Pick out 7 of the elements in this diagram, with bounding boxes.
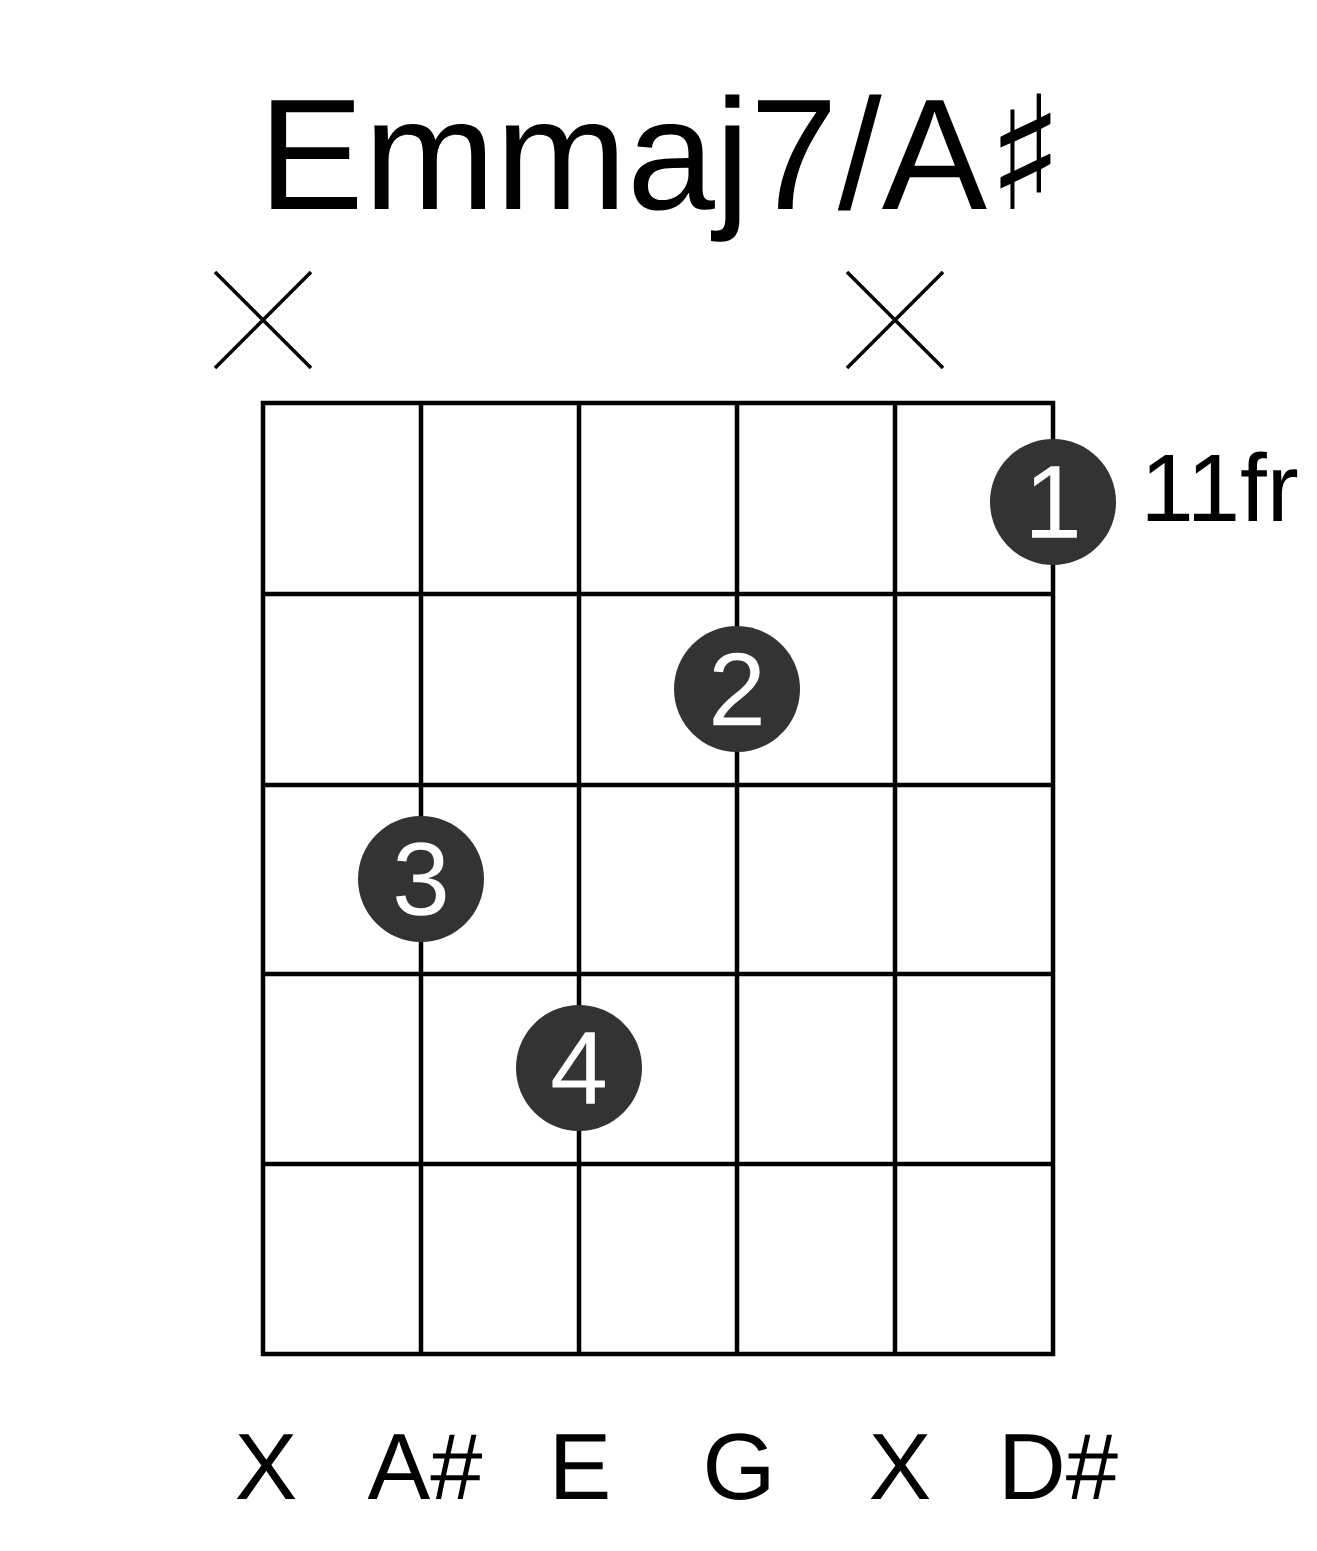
- string-note: D#: [1005, 1434, 1118, 1499]
- string-note: X: [236, 1434, 296, 1499]
- string-note: G: [707, 1433, 769, 1500]
- string-note: X: [870, 1434, 930, 1499]
- string-note: A#: [367, 1434, 483, 1499]
- string-note: E: [556, 1434, 608, 1499]
- chord-title: Emmaj7/A♯: [271, 93, 1051, 242]
